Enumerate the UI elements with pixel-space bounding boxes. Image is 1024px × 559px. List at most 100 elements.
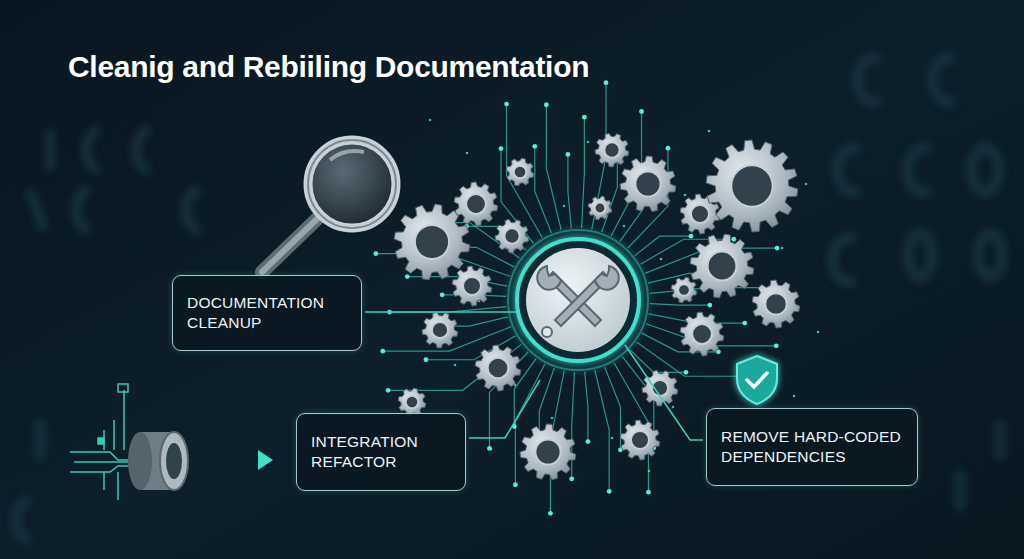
gear-hole — [406, 396, 419, 409]
gear — [680, 312, 724, 356]
label-box: DOCUMENTATION CLEANUP — [172, 275, 362, 351]
gear-hole — [514, 166, 527, 179]
circuit-trace — [605, 367, 621, 450]
gear — [452, 266, 492, 306]
circuit-trace — [535, 146, 552, 233]
box-label: REMOVE HARD-CODED DEPENDENCIES — [721, 427, 903, 467]
sparkle — [587, 141, 590, 144]
circuit-trace — [650, 304, 710, 305]
gear — [454, 182, 498, 226]
circuit-dot — [499, 146, 504, 151]
gear-hole — [535, 439, 560, 464]
circuit-dot — [775, 246, 780, 251]
gear-hole — [463, 277, 481, 295]
circuit-dot — [684, 370, 689, 375]
label-box: REMOVE HARD-CODED DEPENDENCIES — [706, 408, 918, 486]
gear — [620, 420, 660, 460]
circuit-dot — [532, 144, 537, 149]
gear — [422, 312, 458, 348]
sparkle — [454, 364, 457, 367]
label-box: INTEGRATION REFACTOR — [296, 413, 466, 491]
circuit-dot — [386, 388, 391, 393]
circuit-trace — [595, 370, 609, 491]
gear — [752, 280, 800, 328]
circuit-trace — [507, 104, 543, 238]
circuit-dot — [544, 102, 549, 107]
circuit-dot — [586, 439, 591, 444]
circuit-dot — [689, 234, 694, 239]
sparkle — [805, 183, 808, 186]
gear-hole — [604, 142, 619, 157]
circuit-dot — [646, 490, 651, 495]
circuit-dot — [487, 446, 492, 451]
circuit-trace — [568, 154, 571, 228]
gear-hole — [415, 225, 449, 259]
circuit-trace — [572, 372, 575, 479]
circuit-trace — [546, 105, 561, 230]
circuit-dot — [582, 115, 587, 120]
sparkle — [490, 448, 493, 451]
gear-hole — [595, 203, 606, 214]
gear — [506, 158, 534, 186]
sparkle — [429, 119, 432, 122]
circuit-trace — [630, 350, 686, 372]
circuit-dot — [742, 321, 747, 326]
circuit-dot — [440, 292, 445, 297]
gear-hole — [691, 205, 709, 223]
wrench-icon — [537, 266, 619, 337]
sparkle — [660, 258, 663, 261]
circuit-dot — [604, 80, 609, 85]
circuit-trace — [635, 236, 691, 255]
circuit-dot — [639, 109, 644, 114]
gear — [706, 140, 798, 232]
sparkle — [648, 470, 651, 473]
cable-connector — [70, 384, 273, 500]
circuit-dot — [424, 357, 429, 362]
shield-icon — [737, 356, 777, 404]
sparkle — [781, 247, 784, 250]
sparkle — [708, 130, 711, 133]
circuit-dot — [548, 511, 553, 516]
blurred-glyphs — [16, 58, 1002, 540]
sparkle — [793, 395, 796, 398]
circuit-dot — [565, 152, 570, 157]
gear — [475, 345, 521, 391]
circuit-dot — [774, 343, 779, 348]
gear — [642, 370, 678, 406]
gear-hole — [692, 324, 712, 344]
circuit-dot — [707, 303, 712, 308]
sparkle — [684, 194, 687, 197]
circuit-dot — [607, 489, 612, 494]
gear — [520, 424, 576, 480]
gear — [620, 156, 676, 212]
circuit-trace — [585, 372, 588, 442]
circuit-dot — [569, 476, 574, 481]
gear-hole — [504, 228, 519, 243]
gear-hole — [731, 165, 772, 206]
circuit-dot — [380, 349, 385, 354]
gear-hole — [678, 284, 690, 296]
gear-hole — [488, 358, 509, 379]
gear — [690, 234, 754, 298]
gear-hole — [635, 171, 660, 196]
circuit-dot — [731, 237, 736, 242]
box-label: INTEGRATION REFACTOR — [311, 432, 451, 472]
circuit-dot — [373, 251, 378, 256]
gear — [495, 219, 529, 253]
diagram-title: Cleanig and Rebiiling Documentation — [68, 50, 589, 84]
circuit-dot — [666, 146, 671, 151]
sparkle — [817, 331, 820, 334]
circuit-dot — [513, 482, 518, 487]
sparkle — [611, 437, 614, 440]
box-label: DOCUMENTATION CLEANUP — [187, 293, 347, 333]
gear — [394, 204, 470, 280]
magnifying-glass — [262, 140, 396, 272]
gear-hole — [631, 431, 649, 449]
gear — [588, 196, 612, 220]
sparkle — [623, 225, 626, 228]
sparkle — [551, 417, 554, 420]
gear-hole — [466, 194, 486, 214]
circuit-dot — [504, 102, 509, 107]
gear-hole — [708, 252, 737, 281]
sparkle — [563, 205, 566, 208]
